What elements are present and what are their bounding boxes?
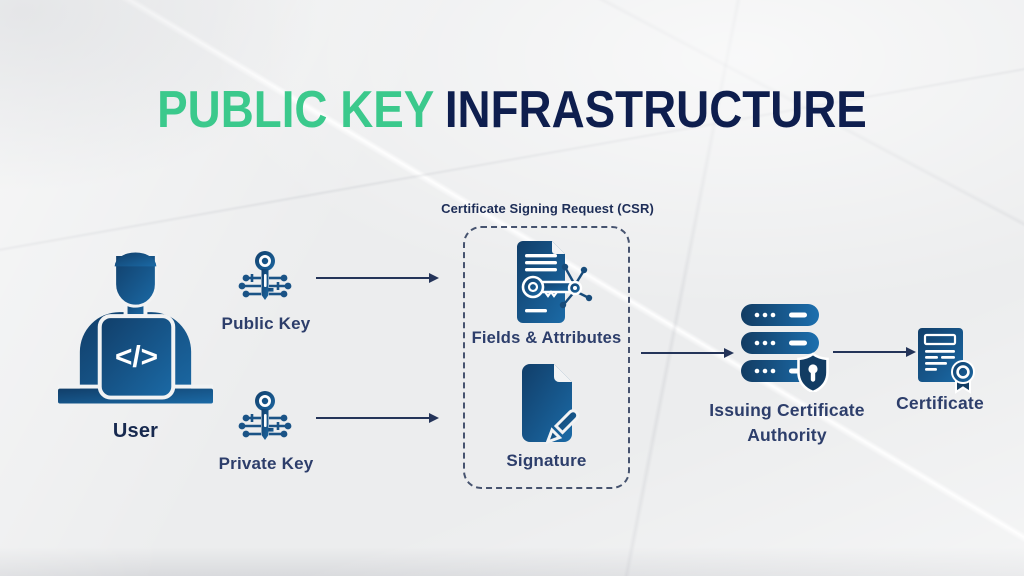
arrow-private-key-to-csr	[316, 413, 439, 423]
public-key-label: Public Key	[221, 314, 311, 333]
title-main-text: INFRASTRUCTURE	[444, 81, 867, 139]
signature-icon	[522, 364, 580, 444]
certificate-label: Certificate	[896, 393, 984, 413]
user-laptop-icon: </>	[58, 252, 213, 404]
fields-attributes-label: Fields & Attributes	[471, 329, 622, 347]
title-accent-text: PUBLIC KEY	[157, 81, 435, 139]
private-key-label: Private Key	[218, 454, 314, 473]
arrow-csr-to-ca	[641, 348, 734, 358]
issuing-ca-label: Issuing Certificate Authority	[697, 398, 877, 448]
csr-title: Certificate Signing Request (CSR)	[441, 201, 654, 216]
public-key-icon	[238, 251, 292, 300]
arrow-ca-to-certificate	[833, 347, 916, 357]
fields-attributes-icon	[517, 241, 593, 323]
certificate-icon	[918, 328, 975, 394]
user-label: User	[112, 420, 159, 442]
csr-dashed-box	[463, 226, 630, 489]
issuing-ca-icon	[741, 304, 829, 392]
private-key-icon	[238, 391, 292, 440]
issuing-ca-label-line1: Issuing Certificate	[709, 400, 865, 420]
issuing-ca-label-line2: Authority	[747, 425, 827, 445]
code-glyph: </>	[115, 341, 158, 374]
signature-label: Signature	[506, 451, 587, 470]
arrow-public-key-to-csr	[316, 273, 439, 283]
